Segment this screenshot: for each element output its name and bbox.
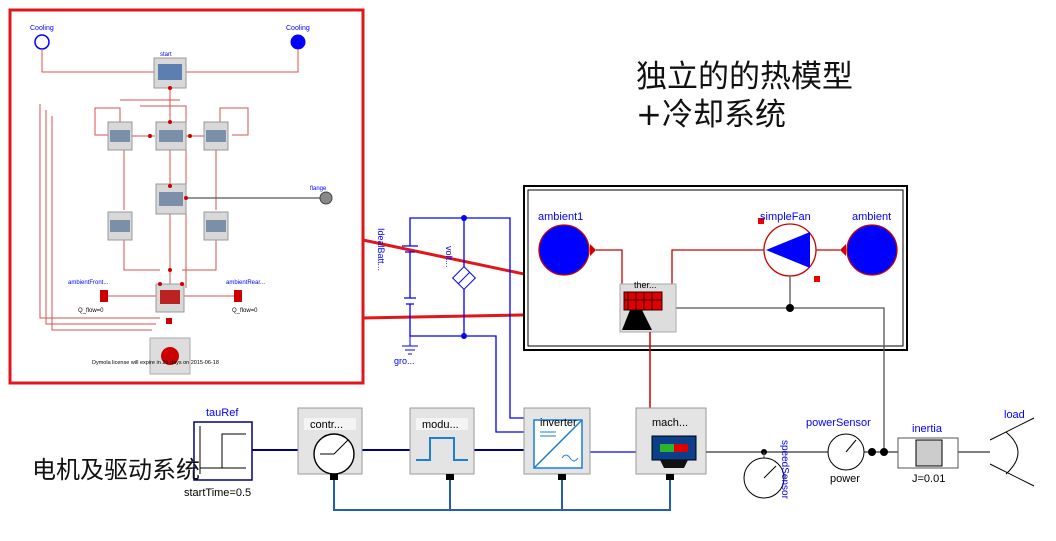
drive-title: 电机及驱动系统 — [32, 456, 200, 484]
ideal-battery-label: IdealBatt... — [376, 228, 386, 271]
start-time-label: startTime=0.5 — [184, 487, 251, 499]
cooling-left-label: Cooling — [30, 25, 54, 32]
speed-sensor-label: speedSensor — [779, 440, 790, 500]
control-bus — [333, 474, 671, 511]
ground[interactable] — [402, 336, 418, 355]
ambient-front-label: ambientFront... — [68, 280, 109, 286]
flange-label: flange — [310, 186, 327, 192]
ambient1-block[interactable] — [538, 224, 590, 276]
inertia-label: inertia — [912, 423, 943, 435]
flange-port[interactable] — [319, 191, 333, 205]
inertia-block[interactable] — [897, 437, 959, 469]
ther-label: ther... — [634, 280, 657, 290]
cooling-port-right[interactable] — [290, 34, 306, 50]
ambient-rear-block[interactable] — [234, 290, 242, 302]
modulation-label: modu... — [422, 419, 459, 431]
inertia-j-label: J=0.01 — [912, 473, 945, 485]
load-label: load — [1004, 409, 1025, 421]
electrical-source: IdealBatt... volt... gro... — [376, 215, 534, 433]
controller-label: contr... — [310, 419, 343, 431]
voltmeter-label: volt... — [444, 246, 454, 268]
thermal-title-line1: 独立的的热模型 — [636, 59, 853, 95]
license-text: Dymola license will expire in 25 days on… — [92, 360, 219, 366]
detail-blocks — [107, 121, 229, 313]
tau-ref-label: tauRef — [206, 407, 239, 419]
power-sensor-label: powerSensor — [806, 417, 871, 429]
inverter-label: inverter — [540, 417, 577, 429]
tau-ref-block[interactable] — [193, 421, 253, 481]
cooling-port-left[interactable] — [34, 34, 50, 50]
ambient-label: ambient — [852, 211, 891, 223]
thermal-title: 独立的的热模型 +冷却系统 — [636, 58, 853, 134]
ambient-front-block[interactable] — [100, 290, 108, 302]
power-label: power — [830, 473, 860, 485]
ideal-battery[interactable] — [402, 226, 418, 330]
start-label: start — [160, 52, 172, 58]
ambient-block[interactable] — [846, 224, 898, 276]
machine-label: mach... — [652, 417, 688, 429]
ambient1-label: ambient1 — [538, 211, 583, 223]
drive-system: tauRef startTime=0.5 contr... modu... in… — [184, 407, 1035, 511]
load-block[interactable] — [989, 417, 1035, 487]
thermal-system-frame — [523, 185, 908, 351]
ambient-rear-label: ambientRear... — [226, 280, 265, 286]
cooling-pipe — [41, 49, 299, 73]
ground-label: gro... — [394, 356, 415, 366]
cooling-right-label: Cooling — [286, 25, 310, 32]
flow-rear-label: Q_flow=0 — [232, 308, 258, 314]
thermal-system: ambient1 simpleFan ambient ther... — [523, 185, 908, 450]
flow-front-label: Q_flow=0 — [78, 308, 104, 314]
thermal-title-line2: +冷却系统 — [636, 97, 786, 133]
modulation-block[interactable] — [409, 407, 475, 475]
simple-fan-label: simpleFan — [760, 211, 811, 223]
